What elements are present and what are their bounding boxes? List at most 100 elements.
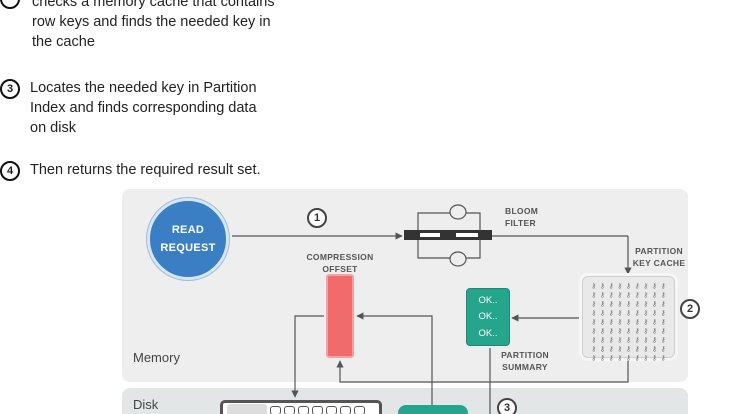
compression-offset-block bbox=[326, 274, 354, 358]
key-icon: ⚷ bbox=[625, 301, 632, 308]
key-icon: ⚷ bbox=[651, 346, 658, 353]
key-icon: ⚷ bbox=[625, 328, 632, 335]
key-icon: ⚷ bbox=[617, 337, 623, 344]
key-icon: ⚷ bbox=[608, 310, 614, 317]
key-icon: ⚷ bbox=[591, 355, 597, 362]
key-icon: ⚷ bbox=[591, 328, 597, 335]
key-icon: ⚷ bbox=[599, 346, 606, 353]
key-icon: ⚷ bbox=[651, 319, 658, 326]
partition-summary-block: OK.. OK.. OK.. bbox=[466, 288, 510, 346]
partition-summary-label-line2: SUMMARY bbox=[502, 362, 548, 372]
key-icon: ⚷ bbox=[651, 301, 658, 308]
key-icon: ⚷ bbox=[634, 301, 640, 308]
step-number-badge: 3 bbox=[0, 79, 20, 99]
key-icon: ⚷ bbox=[617, 283, 623, 290]
key-icon: ⚷ bbox=[617, 292, 623, 299]
key-icon: ⚷ bbox=[643, 355, 649, 362]
key-icon: ⚷ bbox=[591, 292, 597, 299]
step-3: 3 Locates the needed key in Partition In… bbox=[0, 78, 257, 138]
key-icon: ⚷ bbox=[660, 355, 666, 362]
key-icon: ⚷ bbox=[617, 310, 623, 317]
key-icon: ⚷ bbox=[634, 337, 640, 344]
bloom-filter-label-line1: BLOOM bbox=[505, 206, 539, 216]
key-icon: ⚷ bbox=[617, 328, 623, 335]
key-icon: ⚷ bbox=[660, 319, 666, 326]
key-icon: ⚷ bbox=[608, 328, 614, 335]
key-icon: ⚷ bbox=[608, 301, 614, 308]
compression-offset-label: COMPRESSION OFFSET bbox=[302, 251, 378, 275]
step-2-badge: 2 bbox=[680, 299, 700, 319]
key-icon: ⚷ bbox=[599, 337, 606, 344]
compression-offset-label-line1: COMPRESSION bbox=[306, 252, 374, 262]
key-icon: ⚷ bbox=[643, 328, 649, 335]
partition-summary-label: PARTITION SUMMARY bbox=[496, 349, 554, 373]
key-icon: ⚷ bbox=[599, 310, 606, 317]
key-icon: ⚷ bbox=[625, 283, 632, 290]
read-request-node: READ REQUEST bbox=[147, 198, 229, 280]
key-icon: ⚷ bbox=[591, 283, 597, 290]
key-icon: ⚷ bbox=[660, 346, 666, 353]
key-icon: ⚷ bbox=[634, 319, 640, 326]
key-icon: ⚷ bbox=[608, 346, 614, 353]
disk-partition-index-block bbox=[398, 405, 468, 414]
summary-entry: OK.. bbox=[478, 328, 498, 340]
key-icon: ⚷ bbox=[634, 283, 640, 290]
step-4: 4 Then returns the required result set. bbox=[0, 160, 261, 181]
key-icon: ⚷ bbox=[608, 337, 614, 344]
summary-entry: OK.. bbox=[478, 311, 498, 323]
disk-cell bbox=[298, 405, 309, 414]
step-text: Then returns the required result set. bbox=[30, 162, 261, 178]
read-request-label-line1: READ bbox=[171, 224, 205, 236]
key-icon: ⚷ bbox=[599, 319, 606, 326]
disk-cell bbox=[227, 404, 267, 414]
compression-offset-label-line2: OFFSET bbox=[322, 264, 358, 274]
key-icon: ⚷ bbox=[617, 319, 623, 326]
key-icon: ⚷ bbox=[634, 292, 640, 299]
step-number-badge: 4 bbox=[0, 161, 20, 181]
partition-key-cache-label-line2: KEY CACHE bbox=[632, 258, 686, 268]
disk-label: Disk bbox=[133, 397, 159, 412]
key-icon: ⚷ bbox=[651, 292, 658, 299]
key-icon: ⚷ bbox=[617, 301, 623, 308]
key-icon: ⚷ bbox=[591, 301, 597, 308]
key-icon: ⚷ bbox=[608, 319, 614, 326]
key-icon: ⚷ bbox=[591, 346, 597, 353]
partition-key-cache-label: PARTITION KEY CACHE bbox=[632, 245, 686, 269]
key-icon: ⚷ bbox=[651, 283, 658, 290]
key-icon: ⚷ bbox=[599, 283, 606, 290]
key-icon: ⚷ bbox=[660, 292, 666, 299]
key-icon: ⚷ bbox=[625, 337, 632, 344]
disk-cell bbox=[340, 405, 351, 414]
disk-cell bbox=[312, 405, 323, 414]
key-icon: ⚷ bbox=[651, 310, 658, 317]
key-icon: ⚷ bbox=[643, 292, 649, 299]
key-icon: ⚷ bbox=[625, 319, 632, 326]
step-2: checks a memory cache that contains row … bbox=[0, 0, 275, 52]
read-request-label-line2: REQUEST bbox=[160, 242, 216, 254]
summary-entry: OK.. bbox=[478, 294, 498, 306]
partition-summary-label-line1: PARTITION bbox=[501, 350, 549, 360]
key-icon: ⚷ bbox=[599, 328, 606, 335]
key-icon: ⚷ bbox=[643, 337, 649, 344]
disk-cell bbox=[354, 405, 365, 414]
key-icon: ⚷ bbox=[651, 355, 658, 362]
bloom-filter-label: BLOOM FILTER bbox=[505, 205, 538, 229]
key-icon: ⚷ bbox=[599, 355, 606, 362]
key-icon: ⚷ bbox=[625, 292, 632, 299]
memory-label: Memory bbox=[133, 350, 180, 365]
key-icon: ⚷ bbox=[625, 355, 632, 362]
disk-cell bbox=[326, 405, 337, 414]
key-icon: ⚷ bbox=[625, 310, 632, 317]
key-icon: ⚷ bbox=[625, 346, 632, 353]
step-3-badge: 3 bbox=[497, 398, 517, 414]
bloom-filter-label-line2: FILTER bbox=[505, 218, 536, 228]
key-icon: ⚷ bbox=[660, 328, 666, 335]
disk-cell bbox=[284, 405, 295, 414]
key-icon: ⚷ bbox=[660, 301, 666, 308]
disk-data-block bbox=[220, 400, 382, 414]
step-text: checks a memory cache that contains row … bbox=[32, 0, 275, 50]
key-icon: ⚷ bbox=[608, 292, 614, 299]
key-icon: ⚷ bbox=[634, 310, 640, 317]
key-icon: ⚷ bbox=[660, 283, 666, 290]
